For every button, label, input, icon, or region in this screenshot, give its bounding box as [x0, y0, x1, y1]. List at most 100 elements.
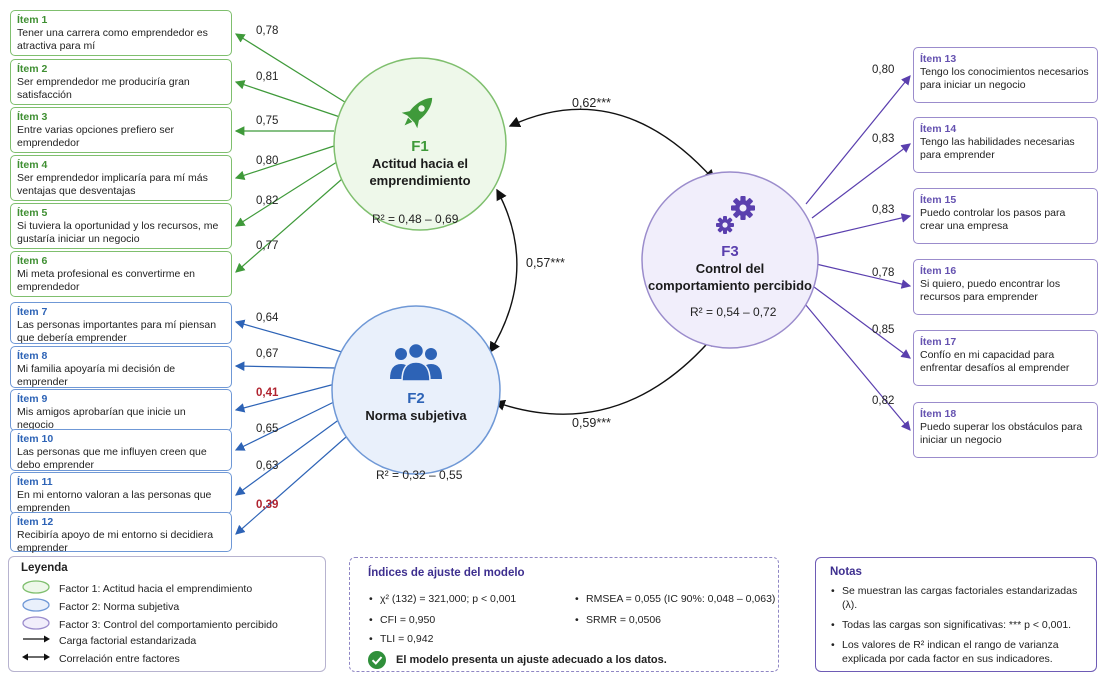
loading-arrow: [809, 283, 911, 359]
item-title: Ítem 1: [17, 14, 48, 26]
factor-name: Control del comportamiento percibido: [648, 261, 812, 293]
loading-label: 0,82: [872, 395, 895, 407]
legend-row-f1: Factor 1: Actitud hacia el emprendimient…: [21, 580, 252, 597]
loading-arrow: [815, 263, 912, 289]
item-text: Puedo controlar los pasos para crear una…: [920, 207, 1066, 232]
corr-arrow-f1-f2: [489, 188, 518, 354]
loading-label: 0,78: [872, 267, 895, 279]
factor-id: F3: [721, 243, 739, 260]
legend-label: Factor 2: Norma subjetiva: [59, 600, 180, 613]
corr-arrow-f2-f3: [493, 334, 715, 415]
factor-f2-r2: R² = 0,32 – 0,55: [376, 468, 463, 482]
note-3: Los valores de R² indican el rango de va…: [831, 638, 1088, 666]
item-text: Tener una carrera como emprendedor es at…: [17, 27, 208, 52]
legend-row-f3: Factor 3: Control del comportamiento per…: [21, 616, 278, 633]
factor-id: F2: [407, 390, 425, 407]
blue-ellipse-icon: [21, 598, 51, 615]
loading-arrow: [235, 415, 345, 496]
loading-label-low: 0,39: [256, 499, 279, 511]
loading-label: 0,83: [872, 133, 895, 145]
item-title: Ítem 18: [920, 408, 957, 420]
loading-label: 0,75: [256, 115, 279, 127]
legend-row-loading: Carga factorial estandarizada: [21, 634, 196, 647]
legend-label: Correlación entre factores: [59, 652, 180, 665]
item-text: Puedo superar los obstáculos para inicia…: [920, 421, 1083, 446]
loading-arrow: [234, 319, 343, 353]
loading-arrow: [235, 429, 355, 535]
loading-arrow: [234, 399, 339, 451]
item-title: Ítem 9: [17, 393, 48, 405]
factor-f3-label: F3 Control del comportamiento percibido: [648, 243, 812, 294]
loading-label: 0,65: [256, 423, 279, 435]
item-title: Ítem 5: [17, 207, 48, 219]
item-title: Ítem 14: [920, 123, 957, 135]
loading-arrow: [799, 297, 911, 431]
legend-label: Factor 1: Actitud hacia el emprendimient…: [59, 582, 253, 595]
item-text: Las personas que me influyen creen que d…: [17, 446, 207, 471]
loading-arrow: [235, 171, 351, 273]
people-icon: [390, 342, 442, 382]
item-text: Ser emprendedor implicaría para mí más v…: [17, 172, 208, 197]
loading-label: 0,67: [256, 348, 279, 360]
loading-label: 0,64: [256, 312, 279, 324]
corr-label-f1-f2: 0,57***: [526, 256, 565, 270]
double-arrow-icon: [21, 652, 51, 665]
factor-f2-circle: [331, 305, 501, 475]
loading-label: 0,83: [872, 204, 895, 216]
loading-label: 0,77: [256, 240, 279, 252]
item-title: Ítem 3: [17, 111, 48, 123]
factor-f1-circle: [333, 57, 507, 231]
arrow-right-icon: [21, 634, 51, 647]
fit-chi: χ² (132) = 321,000; p < 0,001: [369, 592, 516, 606]
legend-row-f2: Factor 2: Norma subjetiva: [21, 598, 179, 615]
item-text: Mis amigos aprobarían que inicie un nego…: [17, 406, 186, 431]
item-title: Ítem 6: [17, 255, 48, 267]
item-title: Ítem 8: [17, 350, 48, 362]
item-title: Ítem 15: [920, 194, 957, 206]
loading-arrow: [815, 213, 912, 239]
item-title: Ítem 4: [17, 159, 48, 171]
loading-label: 0,82: [256, 195, 279, 207]
note-2: Todas las cargas son significativas: ***…: [831, 618, 1092, 632]
loading-arrow: [234, 80, 341, 118]
item-title: Ítem 10: [17, 433, 54, 445]
fit-conclusion: El modelo presenta un ajuste adecuado a …: [396, 654, 667, 666]
item-title: Ítem 7: [17, 306, 48, 318]
loading-label: 0,80: [256, 155, 279, 167]
loading-arrow: [234, 33, 349, 105]
corr-label-f1-f3: 0,62***: [572, 96, 611, 110]
notes-panel: Notas Se muestran las cargas factoriales…: [815, 557, 1097, 672]
note-1: Se muestran las cargas factoriales estan…: [831, 584, 1082, 612]
loading-label: 0,80: [872, 64, 895, 76]
fit-cfi: CFI = 0,950: [369, 613, 435, 627]
loading-arrow: [234, 145, 335, 180]
fit-title: Índices de ajuste del modelo: [368, 567, 525, 579]
loading-arrow: [811, 143, 911, 219]
factor-name: Actitud hacia el emprendimiento: [369, 156, 471, 188]
factor-name: Norma subjetiva: [365, 408, 467, 423]
fit-rmsea: RMSEA = 0,055 (IC 90%: 0,048 – 0,063): [575, 592, 775, 606]
legend-label: Factor 3: Control del comportamiento per…: [59, 618, 278, 631]
item-text: Si tuviera la oportunidad y los recursos…: [17, 220, 219, 245]
check-circle-icon: [368, 651, 386, 674]
loading-label-low: 0,41: [256, 387, 279, 399]
item-title: Ítem 17: [920, 336, 957, 348]
item-title: Ítem 16: [920, 265, 957, 277]
corr-arrow-f1-f3: [508, 108, 715, 182]
fit-tli: TLI = 0,942: [369, 632, 434, 646]
item-text: Entre varias opciones prefiero ser empre…: [17, 124, 174, 149]
